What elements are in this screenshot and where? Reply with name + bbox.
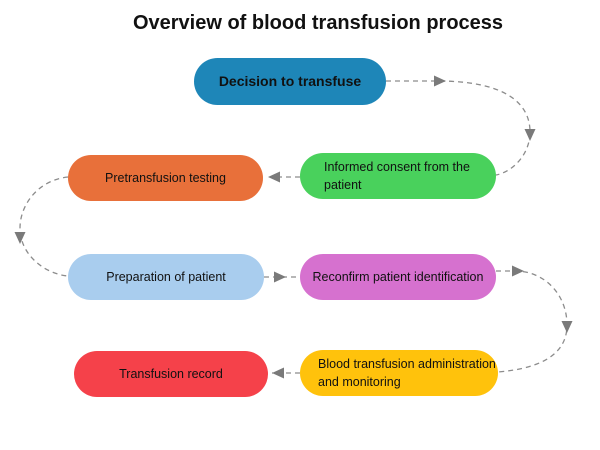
node-reconfirm-identification: Reconfirm patient identification <box>300 254 496 300</box>
node-transfusion-administration: Blood transfusion administration and mon… <box>300 350 498 396</box>
connector-1-to-2 <box>386 80 531 176</box>
node-label: Transfusion record <box>119 366 223 381</box>
connector-3-to-4 <box>19 176 69 277</box>
node-label: Pretransfusion testing <box>105 170 226 185</box>
node-preparation-of-patient: Preparation of patient <box>68 254 264 300</box>
arrowhead-4 <box>14 232 26 244</box>
node-label: Decision to transfuse <box>218 73 362 90</box>
node-label: Reconfirm patient identification <box>312 269 484 284</box>
diagram-title: Overview of blood transfusion process <box>132 12 504 34</box>
node-label: Informed consent from the patient <box>324 159 470 192</box>
arrowhead-1 <box>434 75 446 87</box>
arrowhead-5 <box>274 271 286 283</box>
arrowhead-7 <box>561 321 573 333</box>
arrowhead-2 <box>524 129 536 141</box>
node-pretransfusion-testing: Pretransfusion testing <box>68 155 263 201</box>
node-label: Blood transfusion administration and mon… <box>318 356 496 389</box>
node-informed-consent: Informed consent from the patient <box>300 153 496 199</box>
arrowhead-8 <box>272 367 284 379</box>
arrowhead-6 <box>512 265 524 277</box>
node-decision-to-transfuse: Decision to transfuse <box>194 58 386 105</box>
connector-5-to-6 <box>496 270 568 373</box>
arrowhead-3 <box>268 171 280 183</box>
node-transfusion-record: Transfusion record <box>74 351 268 397</box>
node-label: Preparation of patient <box>106 269 226 284</box>
